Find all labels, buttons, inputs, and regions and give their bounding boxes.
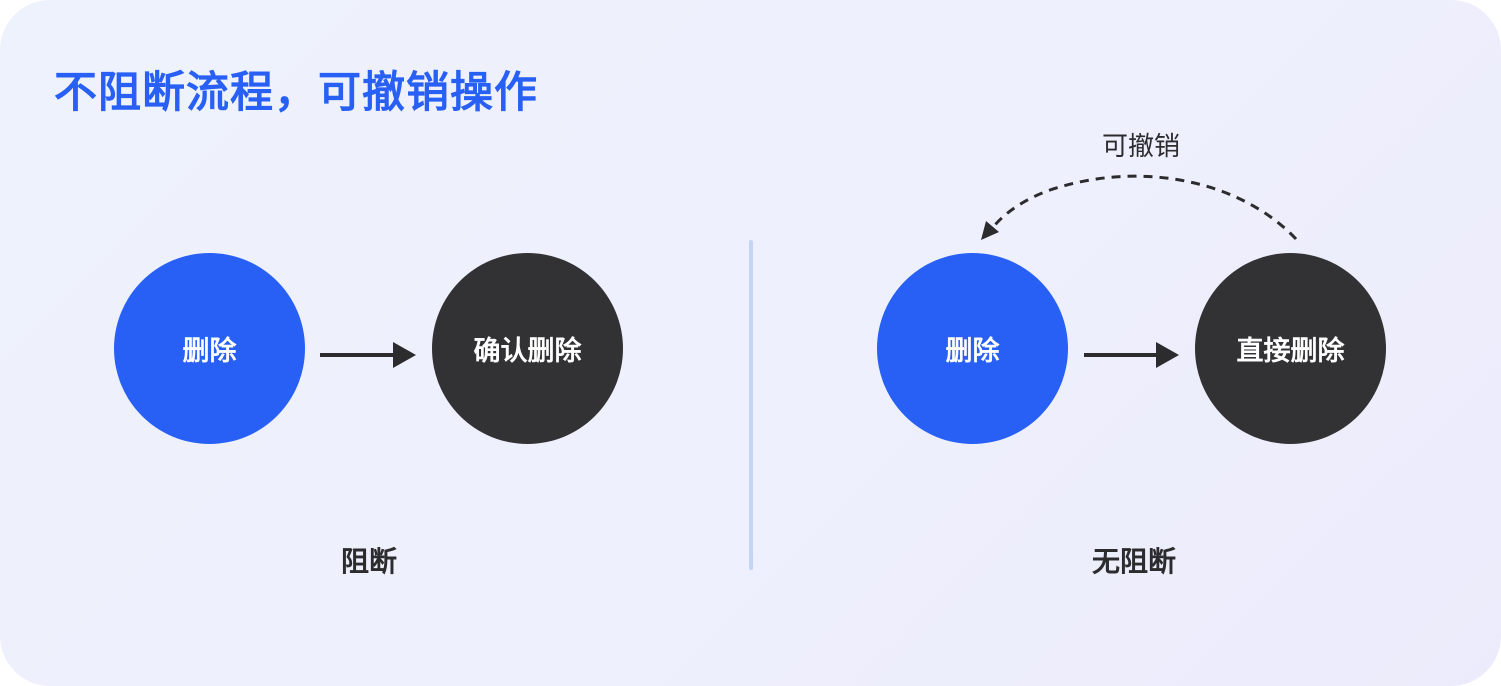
left-flow-arrow-icon bbox=[320, 342, 416, 368]
right-delete-node: 删除 bbox=[877, 253, 1068, 444]
undo-label: 可撤销 bbox=[1101, 132, 1181, 162]
section-divider bbox=[749, 240, 753, 570]
page-title: 不阻断流程，可撤销操作 bbox=[54, 68, 538, 118]
left-delete-node-label: 删除 bbox=[182, 336, 237, 367]
right-flow-arrow-icon bbox=[1084, 342, 1179, 368]
left-delete-node: 删除 bbox=[114, 253, 305, 444]
direct-delete-node: 直接删除 bbox=[1195, 253, 1386, 444]
blocking-caption: 阻断 bbox=[340, 545, 398, 578]
right-delete-node-label: 删除 bbox=[945, 336, 1000, 367]
non-blocking-caption: 无阻断 bbox=[1091, 545, 1177, 578]
confirm-delete-node: 确认删除 bbox=[432, 253, 623, 444]
undo-curve-arrow-icon bbox=[981, 174, 1298, 241]
confirm-delete-node-label: 确认删除 bbox=[473, 336, 582, 367]
direct-delete-node-label: 直接删除 bbox=[1236, 336, 1345, 367]
